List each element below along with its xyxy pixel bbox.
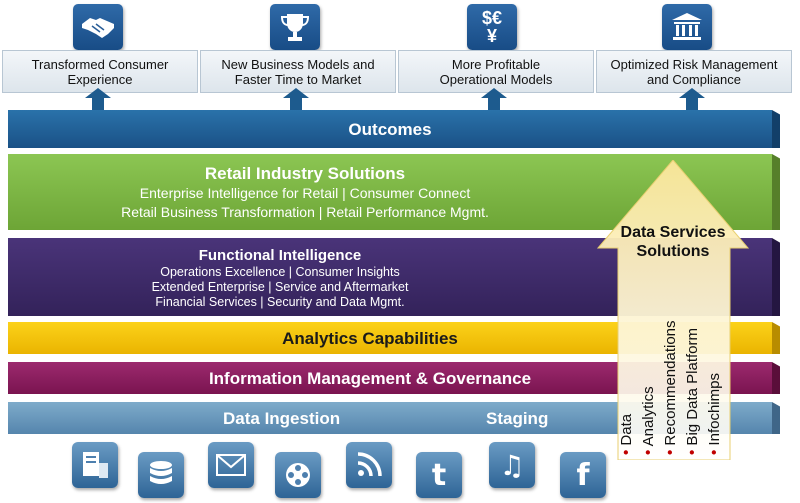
staging-title: Staging xyxy=(486,409,549,428)
facebook-icon: f xyxy=(560,452,606,498)
functional-line-3: Financial Services | Security and Data M… xyxy=(155,295,405,309)
functional-title: Functional Intelligence xyxy=(198,247,362,264)
data-services-item: • Big Data Platform xyxy=(684,328,701,455)
trophy-icon xyxy=(270,4,320,50)
retail-title: Retail Industry Solutions xyxy=(204,164,406,183)
functional-line-1: Operations Excellence | Consumer Insight… xyxy=(160,265,400,279)
band-retail-industry-solutions: Retail Industry Solutions Enterprise Int… xyxy=(8,154,780,230)
retail-line-1: Enterprise Intelligence for Retail | Con… xyxy=(139,185,471,201)
outcome-box-business-models: New Business Models and Faster Time to M… xyxy=(200,50,396,93)
bank-icon xyxy=(662,4,712,50)
yen-symbol: ¥ xyxy=(486,26,497,46)
music-icon: ♫ xyxy=(489,442,535,488)
outcomes-title: Outcomes xyxy=(348,120,432,139)
up-arrow-4 xyxy=(679,88,705,118)
functional-line-2: Extended Enterprise | Service and Afterm… xyxy=(151,280,409,294)
data-services-title-line2: Solutions xyxy=(636,243,710,260)
data-services-item: • Analytics xyxy=(640,386,657,455)
email-icon xyxy=(208,442,254,488)
up-arrow-1 xyxy=(85,88,111,118)
up-arrow-3 xyxy=(481,88,507,118)
database-icon xyxy=(138,452,184,498)
twitter-icon: t xyxy=(416,452,462,498)
retail-line-2: Retail Business Transformation | Retail … xyxy=(121,204,489,220)
information-title: Information Management & Governance xyxy=(208,369,532,388)
band-outcomes: Outcomes xyxy=(8,110,780,148)
film-reel-icon xyxy=(275,452,321,498)
dollar-symbol: $ xyxy=(481,8,492,28)
data-services-item: • Data xyxy=(618,413,635,455)
data-services-item: • Recommendations xyxy=(662,320,679,456)
rss-icon xyxy=(346,442,392,488)
euro-symbol: € xyxy=(492,8,503,28)
data-services-title-line1: Data Services xyxy=(620,224,726,241)
outcome-box-consumer: Transformed Consumer Experience xyxy=(2,50,198,93)
data-services-arrow xyxy=(596,160,750,460)
up-arrow-2 xyxy=(283,88,309,118)
ingestion-title: Data Ingestion xyxy=(223,409,341,428)
outcome-arrows xyxy=(85,88,705,118)
outcome-box-operational: More Profitable Operational Models xyxy=(398,50,594,93)
currency-icon: $€ ¥ xyxy=(467,4,517,50)
data-services-item: • Infochimps xyxy=(706,373,723,455)
outcome-box-risk: Optimized Risk Management and Compliance xyxy=(596,50,792,93)
server-icon xyxy=(72,442,118,488)
handshake-icon xyxy=(73,4,123,50)
analytics-title: Analytics Capabilities xyxy=(282,329,458,348)
data-services-title: Data Services Solutions xyxy=(598,223,748,261)
